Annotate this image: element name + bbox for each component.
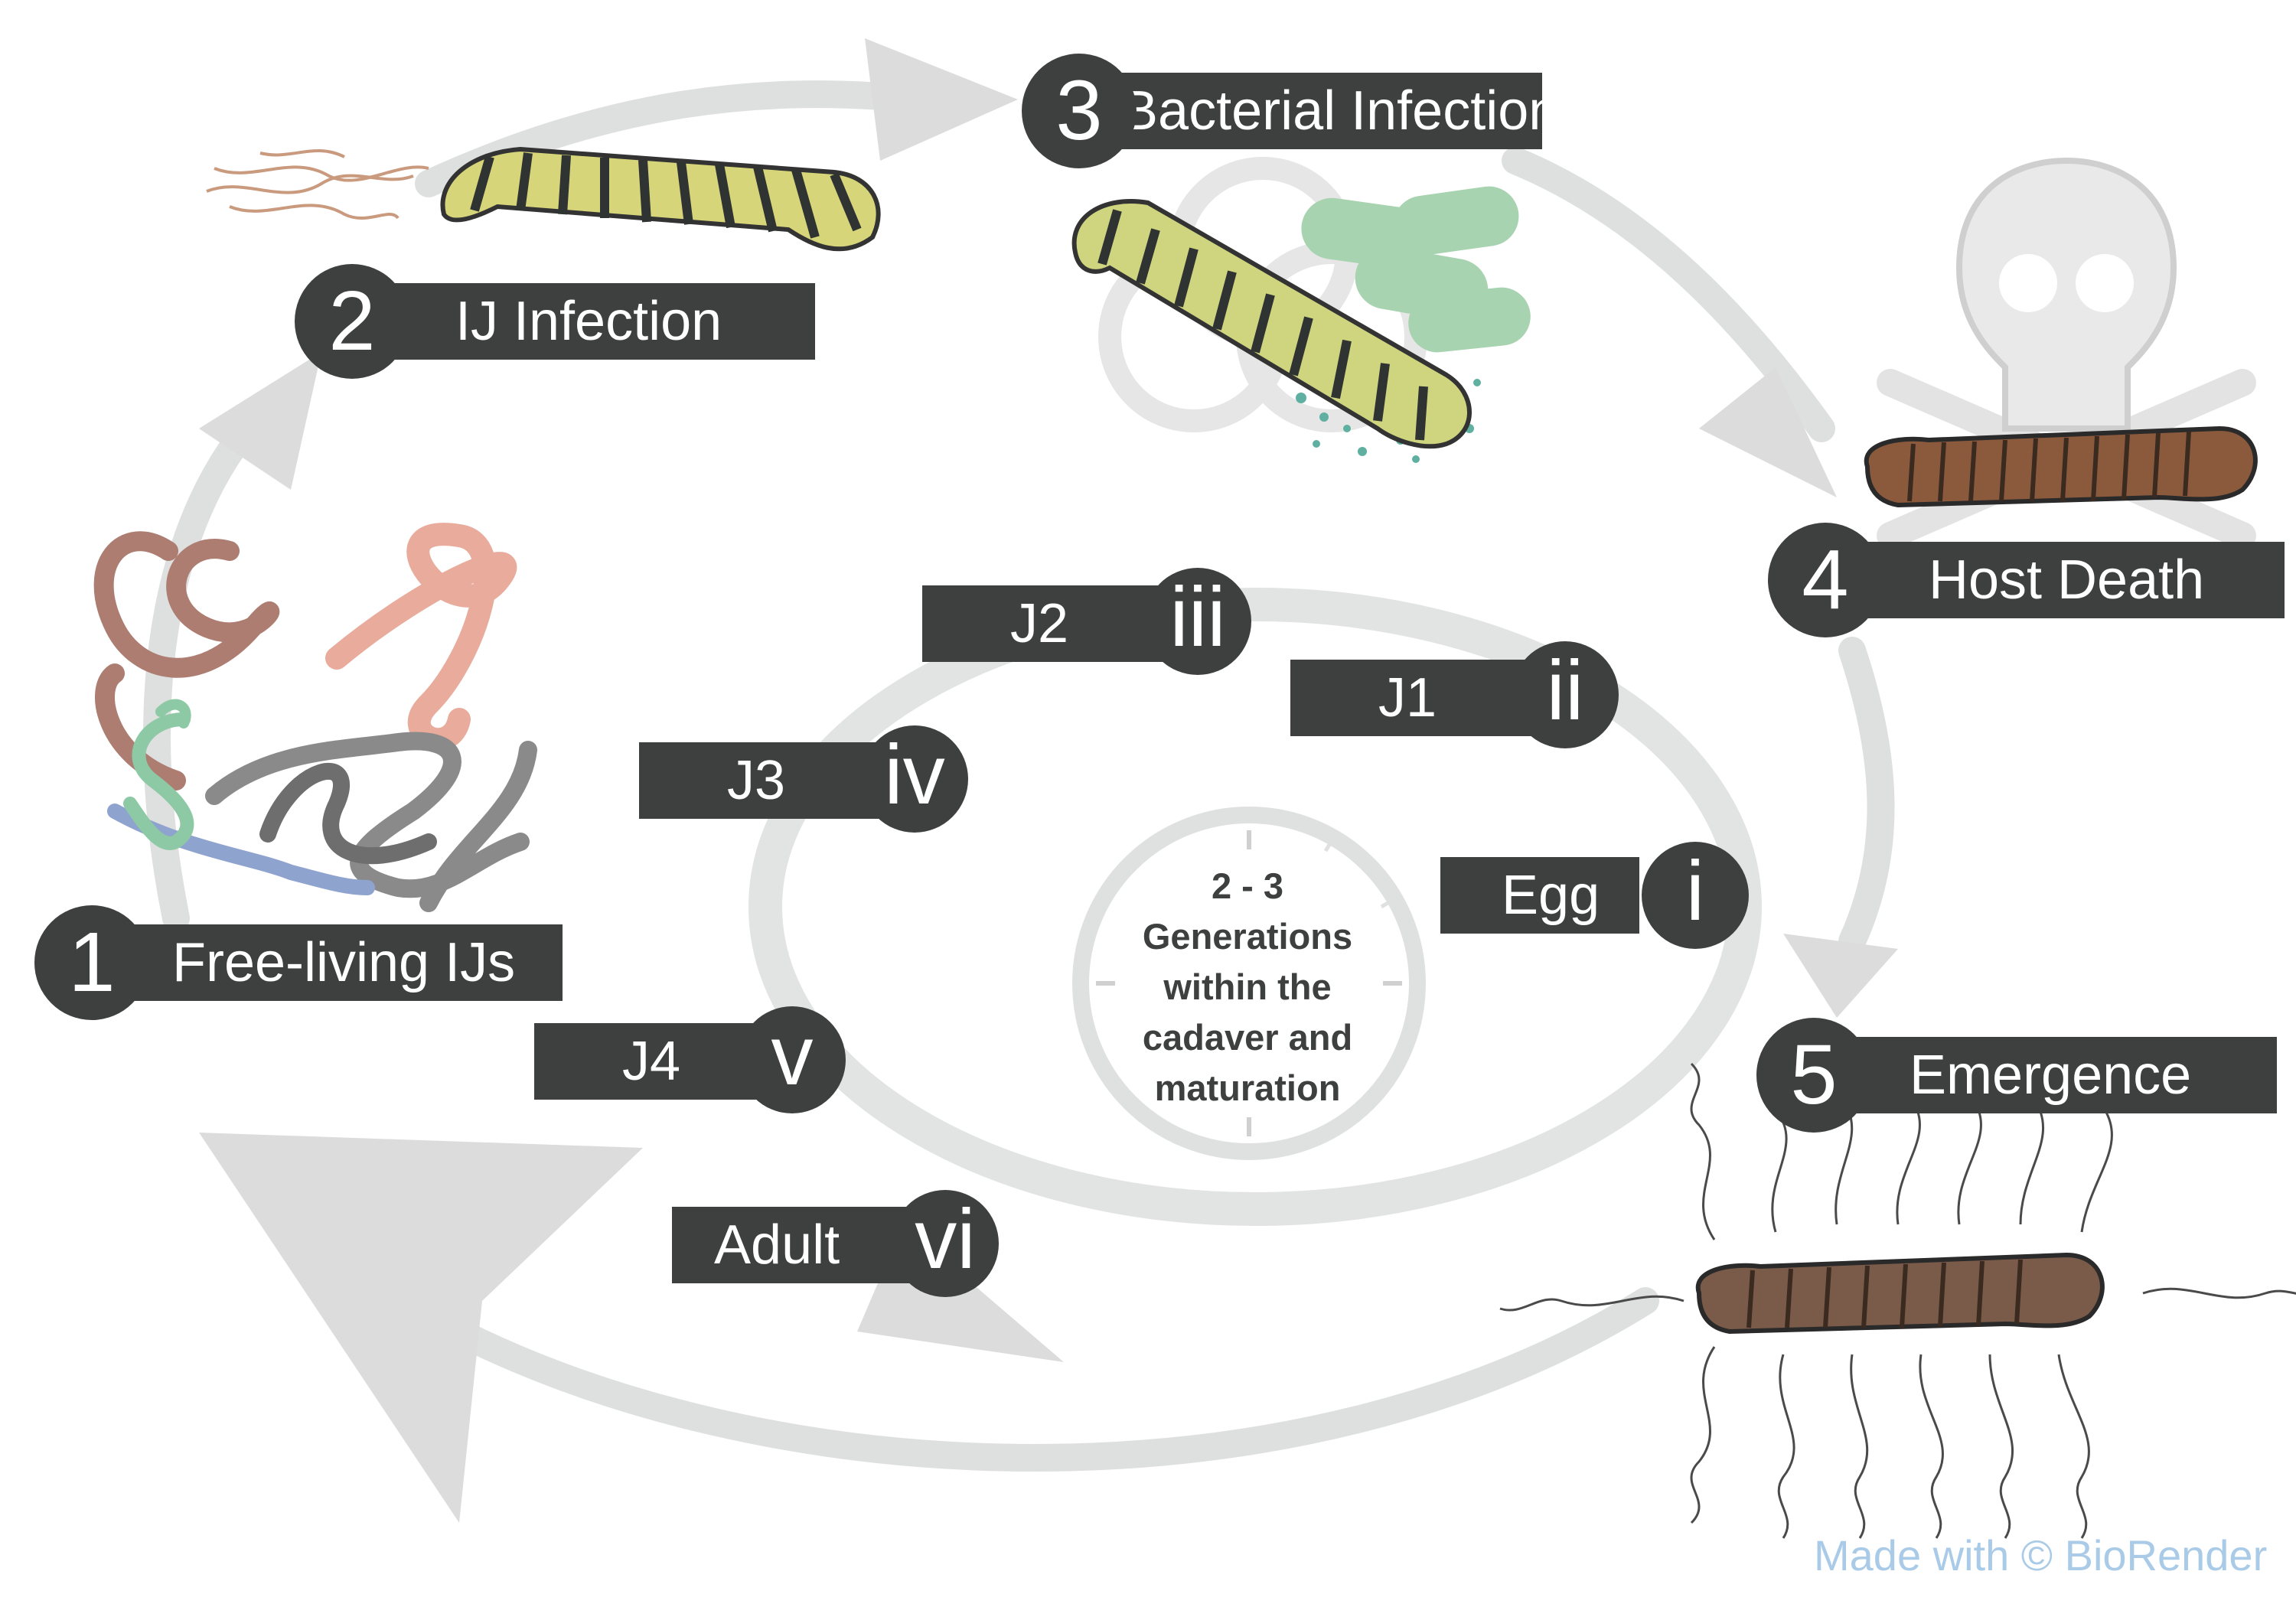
stage-label-egg: Egg xyxy=(1440,857,1639,934)
step-label-text: Host Death xyxy=(1929,549,2205,611)
bacteria-icon xyxy=(1301,186,1531,353)
clock-icon xyxy=(1072,807,1426,1160)
stage-numeral-v: v xyxy=(739,1006,846,1113)
step-label-emergence: Emergence xyxy=(1799,1037,2277,1113)
ij-nematodes-icon xyxy=(206,149,429,220)
stage-numeral-i: i xyxy=(1642,842,1749,949)
caterpillar-icon xyxy=(440,146,881,252)
stage-numeral-vi: vi xyxy=(892,1190,999,1297)
generations-note-line: Generations xyxy=(1142,916,1353,957)
step-label-ij-infection: IJ Infection xyxy=(337,283,815,360)
stage-numeral-iii: iii xyxy=(1144,568,1251,675)
step-label-text: Bacterial Infection xyxy=(1121,80,1560,142)
step-label-bacterial-infection: Bacterial Infection xyxy=(1068,73,1559,149)
cadaver-icon xyxy=(1864,425,2258,508)
stage-numeral-iv: iv xyxy=(861,725,968,833)
step-label-text: Free-living IJs xyxy=(172,932,516,993)
generations-note-line: maturation xyxy=(1154,1068,1341,1108)
step-number-2: 2 xyxy=(295,264,409,379)
outer-arrowheads xyxy=(199,38,1898,1523)
stage-label-text: J4 xyxy=(622,1031,681,1092)
step-label-free-living: Free-living IJs xyxy=(99,924,563,1001)
step-number-5: 5 xyxy=(1756,1018,1871,1133)
stage-numeral-ii: ii xyxy=(1512,641,1619,748)
generations-note: 2 - 3 Generations within the cadaver and… xyxy=(1087,861,1408,1113)
stage-label-text: J2 xyxy=(1010,593,1069,654)
infected-caterpillar-icon xyxy=(1071,199,1472,449)
stage-label-j1: J1 xyxy=(1290,660,1551,736)
stage-label-text: J3 xyxy=(727,750,786,811)
step-number-3: 3 xyxy=(1022,54,1137,168)
step-number-1: 1 xyxy=(34,905,149,1020)
step-label-text: IJ Infection xyxy=(455,291,722,352)
stage-label-text: Egg xyxy=(1502,865,1600,926)
generations-note-line: within the xyxy=(1163,966,1332,1007)
step-number-4: 4 xyxy=(1768,523,1883,637)
stage-label-text: Adult xyxy=(714,1214,840,1276)
nematode-icon xyxy=(93,523,537,912)
step-label-host-death: Host Death xyxy=(1814,542,2285,618)
generations-note-line: cadaver and xyxy=(1142,1017,1353,1058)
emergence-cadaver-icon xyxy=(1695,1252,2105,1335)
step-label-text: Emergence xyxy=(1910,1045,2192,1106)
generations-note-line: 2 - 3 xyxy=(1211,865,1284,906)
stage-label-adult: Adult xyxy=(672,1207,932,1283)
stage-label-text: J1 xyxy=(1378,667,1437,729)
biorender-credit: Made with © BioRender xyxy=(1814,1531,2268,1579)
